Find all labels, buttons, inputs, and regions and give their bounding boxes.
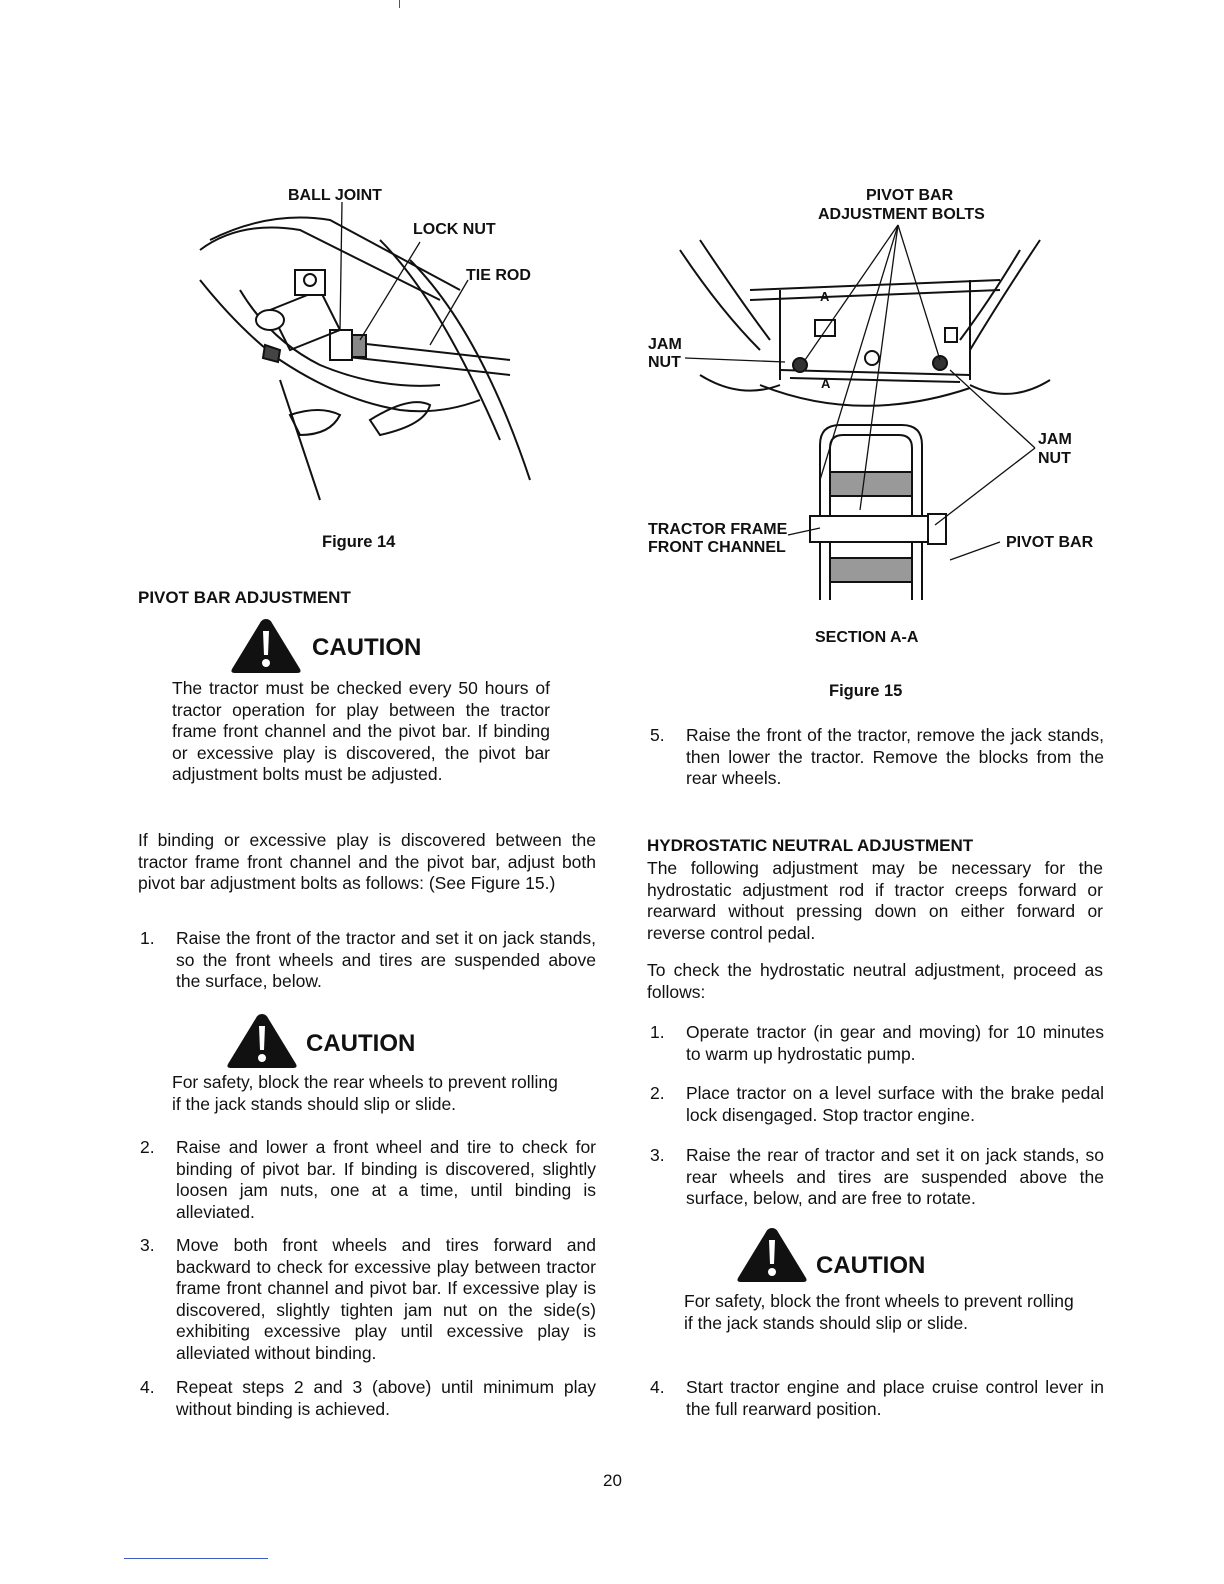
scan-mark — [399, 0, 400, 8]
caution-title: CAUTION — [306, 1030, 416, 1057]
step-number: 1. — [650, 1022, 665, 1042]
step-text: Repeat steps 2 and 3 (above) until minim… — [176, 1377, 596, 1419]
label-tractor-frame-2: FRONT CHANNEL — [648, 539, 786, 556]
hydrostatic-intro-2: To check the hydrostatic neutral adjustm… — [647, 960, 1103, 1002]
caution-text: For safety, block the front wheels to pr… — [684, 1291, 1074, 1333]
step-text: Start tractor engine and place cruise co… — [686, 1377, 1104, 1419]
label-jam-nut-right-1: JAM — [1038, 431, 1072, 448]
step-number: 1. — [140, 928, 155, 948]
step-4: 4. Start tractor engine and place cruise… — [650, 1377, 1104, 1421]
step-number: 2. — [140, 1137, 155, 1157]
step-text: Place tractor on a level surface with th… — [686, 1083, 1104, 1125]
step-text: Raise the front of the tractor and set i… — [176, 928, 596, 991]
step-number: 4. — [140, 1377, 155, 1397]
step-3: 3. Move both front wheels and tires forw… — [140, 1235, 596, 1365]
step-text: Move both front wheels and tires forward… — [176, 1235, 596, 1363]
page-number: 20 — [603, 1471, 622, 1490]
hydrostatic-intro: The following adjustment may be necessar… — [647, 858, 1103, 943]
figure-15-illustration — [679, 224, 1051, 600]
label-ball-joint: BALL JOINT — [288, 187, 382, 204]
step-text: Raise the rear of tractor and set it on … — [686, 1145, 1104, 1208]
label-pivot-bar-bolts-2: ADJUSTMENT BOLTS — [818, 206, 985, 223]
label-pivot-bar-bolts-1: PIVOT BAR — [866, 187, 954, 204]
warning-icon — [227, 1014, 297, 1068]
section-heading-pivot-bar: PIVOT BAR ADJUSTMENT — [138, 588, 351, 607]
step-2: 2. Raise and lower a front wheel and tir… — [140, 1137, 596, 1225]
step-number: 3. — [140, 1235, 155, 1255]
figure-15: PIVOT BAR ADJUSTMENT BOLTS A A JAM NUT J… — [640, 180, 1110, 610]
label-jam-nut-left-1: JAM — [648, 336, 682, 353]
step-5: 5. Raise the front of the tractor, remov… — [650, 725, 1104, 791]
caution-text: The tractor must be checked every 50 hou… — [172, 678, 550, 784]
step-number: 5. — [650, 725, 665, 745]
label-jam-nut-left-2: NUT — [648, 354, 681, 371]
scan-rule — [124, 1558, 268, 1559]
step-number: 2. — [650, 1083, 665, 1103]
label-a-bottom: A — [821, 376, 831, 391]
step-4: 4. Repeat steps 2 and 3 (above) until mi… — [140, 1377, 596, 1421]
caution-text: For safety, block the rear wheels to pre… — [172, 1072, 558, 1114]
step-2: 2. Place tractor on a level surface with… — [650, 1083, 1104, 1127]
step-1: 1. Operate tractor (in gear and moving) … — [650, 1022, 1104, 1066]
figure-15-section: SECTION A-A — [815, 629, 919, 646]
step-text: Raise and lower a front wheel and tire t… — [176, 1137, 596, 1222]
label-jam-nut-right-2: NUT — [1038, 450, 1071, 467]
figure-15-caption: Figure 15 — [829, 682, 903, 700]
step-text: Operate tractor (in gear and moving) for… — [686, 1022, 1104, 1064]
caution-title: CAUTION — [312, 634, 422, 661]
step-number: 4. — [650, 1377, 665, 1397]
step-3: 3. Raise the rear of tractor and set it … — [650, 1145, 1104, 1211]
caution-title: CAUTION — [816, 1252, 926, 1279]
label-lock-nut: LOCK NUT — [413, 221, 496, 238]
label-a-top: A — [820, 289, 830, 304]
warning-icon — [737, 1228, 807, 1282]
figure-14-caption: Figure 14 — [322, 533, 396, 551]
section-heading-hydrostatic: HYDROSTATIC NEUTRAL ADJUSTMENT — [647, 836, 974, 855]
step-text: Raise the front of the tractor, remove t… — [686, 725, 1104, 788]
label-pivot-bar: PIVOT BAR — [1006, 534, 1094, 551]
step-number: 3. — [650, 1145, 665, 1165]
label-tractor-frame-1: TRACTOR FRAME — [648, 521, 788, 538]
label-tie-rod: TIE ROD — [466, 267, 531, 284]
intro-paragraph: If binding or excessive play is discover… — [138, 830, 596, 893]
figure-14: BALL JOINT LOCK NUT TIE ROD — [180, 180, 560, 520]
warning-icon — [231, 619, 301, 673]
step-1: 1. Raise the front of the tractor and se… — [140, 928, 596, 994]
figure-14-illustration — [199, 201, 531, 501]
